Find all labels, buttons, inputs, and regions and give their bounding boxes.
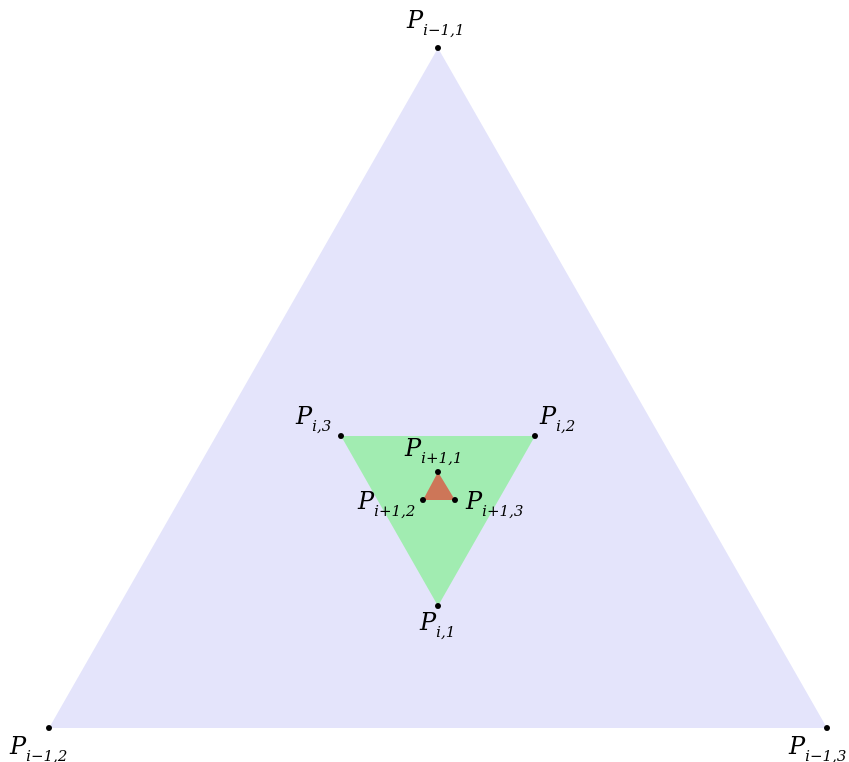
label-mid-bottom: Pi,1: [419, 608, 455, 641]
outer-triangle: [49, 48, 827, 728]
inner-triangle: [423, 472, 455, 500]
middle-triangle: [341, 436, 535, 606]
point-mid-right: [532, 433, 538, 439]
label-outer-left: Pi−1,2: [9, 732, 67, 762]
label-inner-left: Pi+1,2: [357, 487, 415, 520]
point-inner-top: [435, 469, 441, 475]
point-outer-right: [824, 725, 830, 731]
point-outer-top: [435, 45, 441, 51]
label-inner-right: Pi+1,3: [465, 487, 523, 520]
point-mid-bottom: [435, 603, 441, 609]
label-mid-right: Pi,2: [539, 402, 575, 435]
vertex-points: [46, 45, 830, 731]
label-mid-left: Pi,3: [295, 402, 331, 435]
label-outer-top: Pi−1,1: [406, 6, 464, 39]
label-inner-top: Pi+1,1: [404, 434, 462, 467]
point-inner-left: [420, 497, 426, 503]
label-outer-right: Pi−1,3: [788, 732, 846, 762]
point-mid-left: [338, 433, 344, 439]
point-outer-left: [46, 725, 52, 731]
point-inner-right: [452, 497, 458, 503]
